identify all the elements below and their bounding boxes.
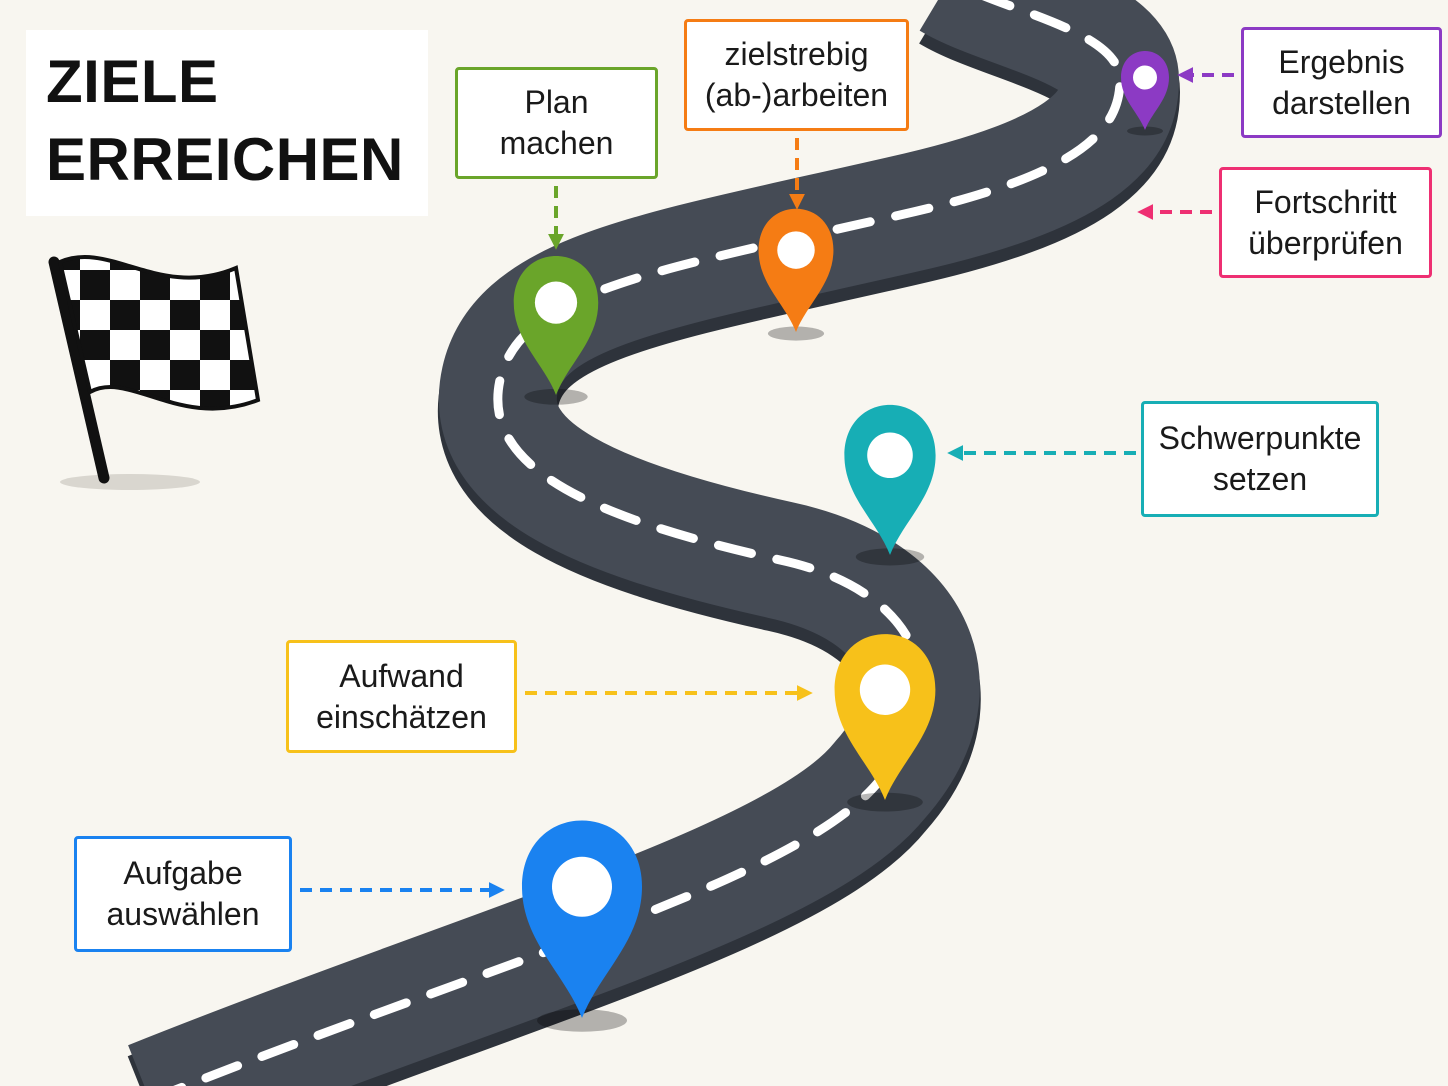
lane-marking bbox=[173, 0, 1125, 1086]
title-line-1: ZIELE bbox=[46, 48, 219, 115]
step-label-plan-line2: machen bbox=[499, 125, 614, 161]
map-pin-icon-zielstrebig bbox=[758, 208, 834, 341]
step-label-aufwand-line1: Aufwand bbox=[339, 657, 464, 694]
step-label-schwerpunkte-line2: setzen bbox=[1212, 461, 1308, 497]
step-label-fortschritt-line2: überprüfen bbox=[1248, 224, 1403, 261]
step-label-fortschritt: Fortschritt überprüfen bbox=[1219, 167, 1432, 278]
step-label-plan: Plan machen bbox=[455, 67, 658, 179]
map-pin-icon-schwerpunkte bbox=[844, 404, 936, 566]
step-label-ergebnis: Ergebnis darstellen bbox=[1241, 27, 1442, 138]
title-line-2: ERREICHEN bbox=[46, 126, 404, 193]
step-label-ergebnis-line1: Ergebnis bbox=[1278, 43, 1405, 80]
step-label-fortschritt-line1: Fortschritt bbox=[1254, 183, 1397, 220]
step-label-zielstrebig: zielstrebig (ab-)arbeiten bbox=[684, 19, 909, 131]
step-label-aufwand: Aufwand einschätzen bbox=[286, 640, 517, 753]
map-pin-icon-aufgabe bbox=[522, 820, 642, 1032]
step-label-schwerpunkte: Schwerpunkte setzen bbox=[1141, 401, 1379, 517]
step-label-aufgabe-line2: auswählen bbox=[106, 896, 260, 932]
winding-road bbox=[127, 0, 1181, 1086]
step-label-zielstrebig-line2: (ab-)arbeiten bbox=[704, 77, 889, 113]
step-label-ergebnis-line2: darstellen bbox=[1272, 84, 1411, 121]
checkered-flag-icon bbox=[48, 255, 261, 490]
map-pin-icon-plan bbox=[513, 255, 599, 405]
step-label-aufgabe: Aufgabe auswählen bbox=[74, 836, 292, 952]
step-label-aufwand-line2: einschätzen bbox=[316, 698, 487, 735]
step-label-aufgabe-line1: Aufgabe bbox=[123, 855, 243, 891]
title-box: ZIELE ERREICHEN bbox=[26, 30, 428, 216]
step-label-plan-line1: Plan bbox=[524, 84, 589, 120]
step-label-schwerpunkte-line1: Schwerpunkte bbox=[1158, 420, 1362, 456]
step-label-zielstrebig-line1: zielstrebig bbox=[724, 36, 869, 72]
map-pin-icon-ergebnis bbox=[1121, 51, 1169, 136]
map-pin-icon-aufwand bbox=[834, 634, 936, 812]
